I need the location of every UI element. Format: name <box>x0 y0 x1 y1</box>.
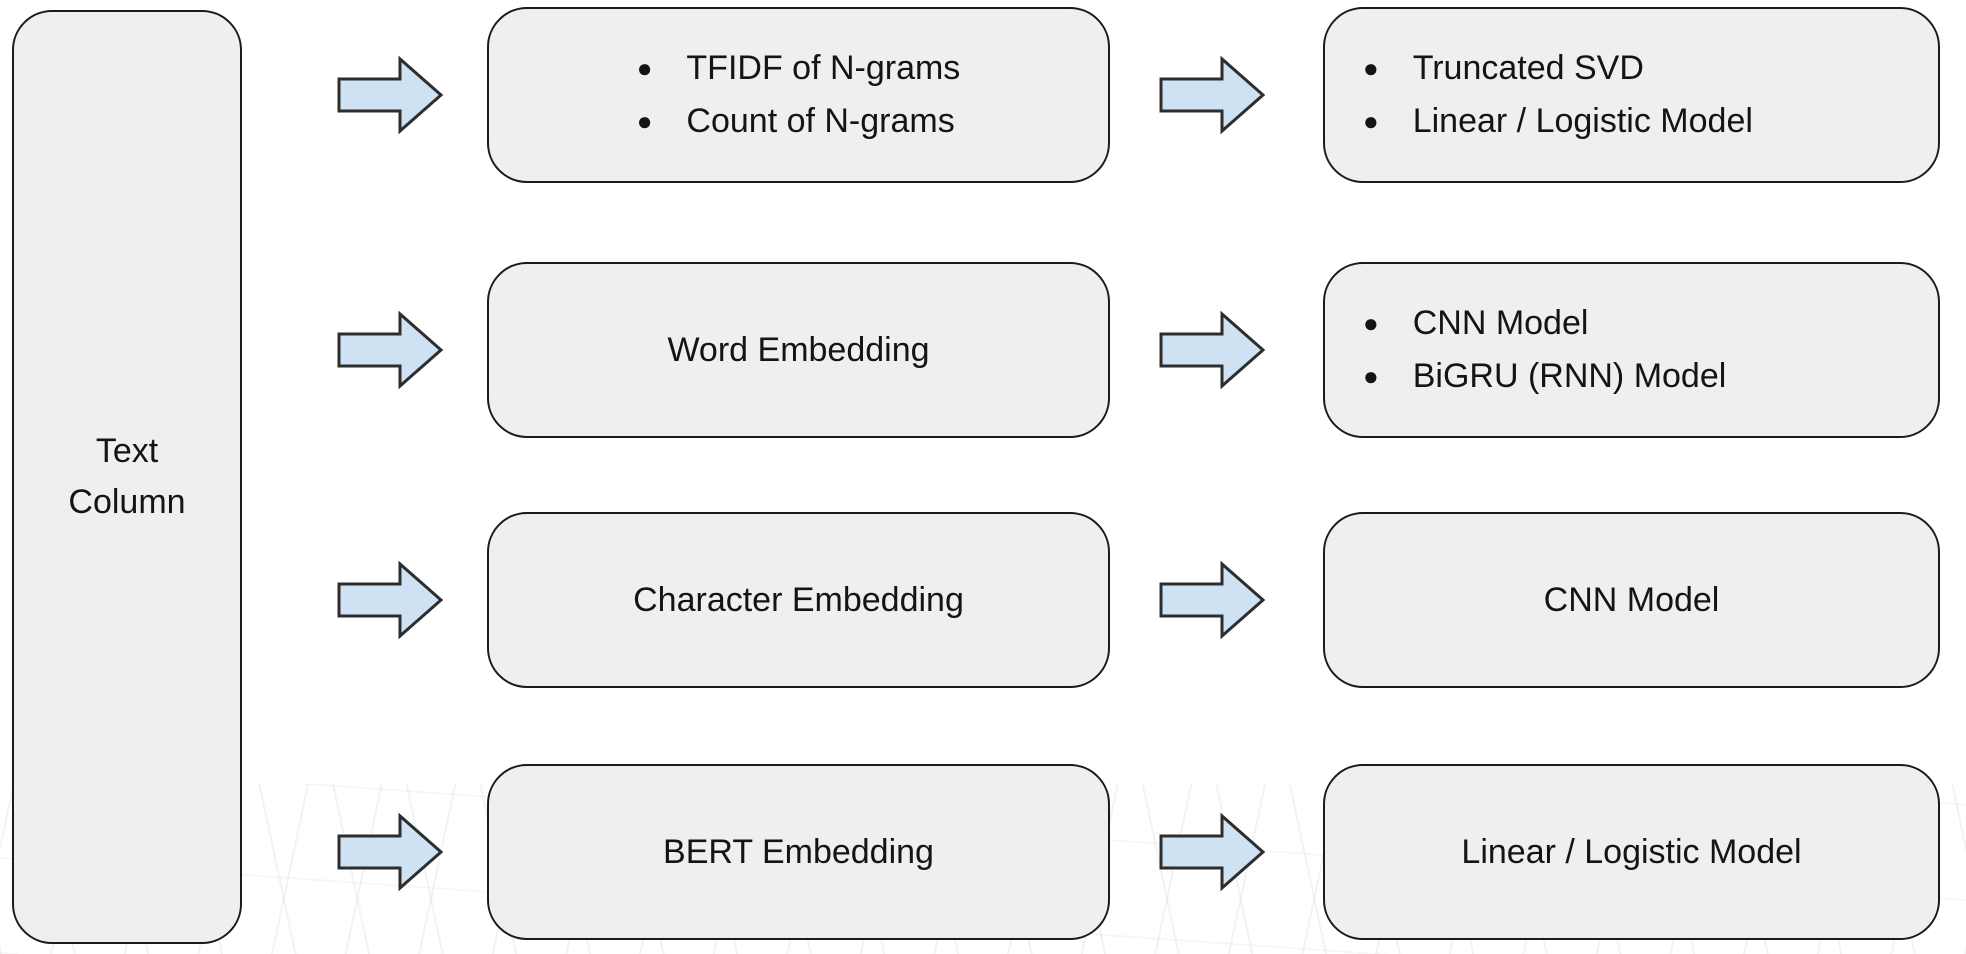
linear-logistic-model-box: Linear / Logistic Model <box>1323 764 1940 940</box>
list-item: TFIDF of N-grams <box>637 42 960 95</box>
list-item: CNN Model <box>1363 297 1726 350</box>
right-arrow-icon <box>336 55 444 135</box>
bert-embedding-box: BERT Embedding <box>487 764 1110 940</box>
right-arrow-icon <box>336 560 444 640</box>
cnn-bigru-model-box: CNN Model BiGRU (RNN) Model <box>1323 262 1940 438</box>
right-arrow-icon <box>1158 560 1266 640</box>
right-arrow-icon <box>336 812 444 892</box>
linear-logistic-model-label: Linear / Logistic Model <box>1461 832 1802 871</box>
text-column-label-line1: Text <box>95 432 159 470</box>
character-embedding-label: Character Embedding <box>633 580 964 619</box>
ngrams-features-box: TFIDF of N-grams Count of N-grams <box>487 7 1110 183</box>
svd-linear-model-box: Truncated SVD Linear / Logistic Model <box>1323 7 1940 183</box>
text-column-label-line2: Column <box>68 483 186 521</box>
text-column-box: Text Column <box>12 10 242 944</box>
bert-embedding-label: BERT Embedding <box>663 832 934 871</box>
cnn-bigru-model-list: CNN Model BiGRU (RNN) Model <box>1363 297 1727 403</box>
right-arrow-icon <box>1158 55 1266 135</box>
cnn-model-label: CNN Model <box>1543 580 1720 619</box>
right-arrow-icon <box>336 310 444 390</box>
list-item: Truncated SVD <box>1363 42 1753 95</box>
cnn-model-box: CNN Model <box>1323 512 1940 688</box>
character-embedding-box: Character Embedding <box>487 512 1110 688</box>
right-arrow-icon <box>1158 812 1266 892</box>
word-embedding-box: Word Embedding <box>487 262 1110 438</box>
right-arrow-icon <box>1158 310 1266 390</box>
list-item: Count of N-grams <box>637 95 961 148</box>
word-embedding-label: Word Embedding <box>667 330 930 369</box>
svd-linear-model-list: Truncated SVD Linear / Logistic Model <box>1363 42 1753 147</box>
list-item: BiGRU (RNN) Model <box>1363 350 1727 403</box>
list-item: Linear / Logistic Model <box>1363 95 1753 148</box>
ngrams-feature-list: TFIDF of N-grams Count of N-grams <box>637 42 961 148</box>
